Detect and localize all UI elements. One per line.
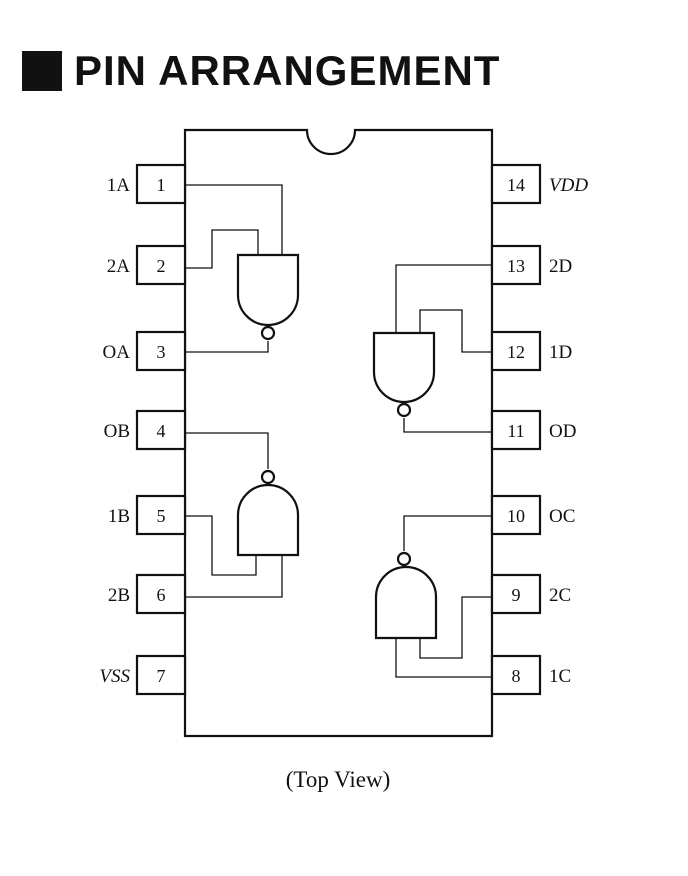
pin-number-13: 13 [507,256,525,276]
pin-number-7: 7 [157,666,166,686]
inverter-bubble-c [396,551,412,567]
pin-number-4: 4 [157,421,166,441]
left-pin-boxes [135,163,187,696]
pin-label-8: 1C [549,666,571,687]
nand-gate-d [372,264,492,433]
pin-number-14: 14 [507,175,525,195]
pin-box-5 [135,494,187,536]
pin-box-9 [490,573,542,615]
pin-number-12: 12 [507,342,525,362]
pin-box-1 [135,163,187,205]
pin-number-11: 11 [507,421,524,441]
nand-gate-c [374,515,492,678]
pin-label-7: VSS [99,666,130,687]
pin-box-7 [135,654,187,696]
pin-box-6 [135,573,187,615]
nand-gate-a [185,184,300,353]
pin-label-4: OB [104,421,130,442]
pin-label-6: 2B [108,585,130,606]
pin-number-8: 8 [512,666,521,686]
pin-label-3: OA [103,342,131,363]
pin-box-2 [135,244,187,286]
pin-label-14: VDD [549,175,588,196]
inverter-bubble-a [260,325,276,341]
section-title: PIN ARRANGEMENT [22,46,500,96]
pin-number-9: 9 [512,585,521,605]
pin-box-3 [135,330,187,372]
pin-box-8 [490,654,542,696]
pin-box-10 [490,494,542,536]
pin-number-2: 2 [157,256,166,276]
right-pin-boxes [490,163,542,696]
pin-number-6: 6 [157,585,166,605]
pin-label-5: 1B [108,506,130,527]
pin-box-14 [490,163,542,205]
title-text: PIN ARRANGEMENT [74,47,501,94]
pin-box-11 [490,409,542,451]
top-view-caption: (Top View) [286,767,391,792]
pin-label-12: 1D [549,342,572,363]
pin-label-10: OC [549,506,575,527]
pin-number-1: 1 [157,175,166,195]
pin-label-13: 2D [549,256,572,277]
pin-box-4 [135,409,187,451]
pin-label-11: OD [549,421,576,442]
pin-label-2: 2A [107,256,131,277]
nand-gate-b [185,432,300,598]
inverter-bubble-d [396,402,412,418]
pin-label-9: 2C [549,585,571,606]
pin-label-1: 1A [107,175,131,196]
pin-box-12 [490,330,542,372]
title-square-icon [22,51,62,91]
pin-box-13 [490,244,542,286]
pin-number-5: 5 [157,506,166,526]
pin-number-3: 3 [157,342,166,362]
pin-number-10: 10 [507,506,525,526]
inverter-bubble-b [260,469,276,485]
